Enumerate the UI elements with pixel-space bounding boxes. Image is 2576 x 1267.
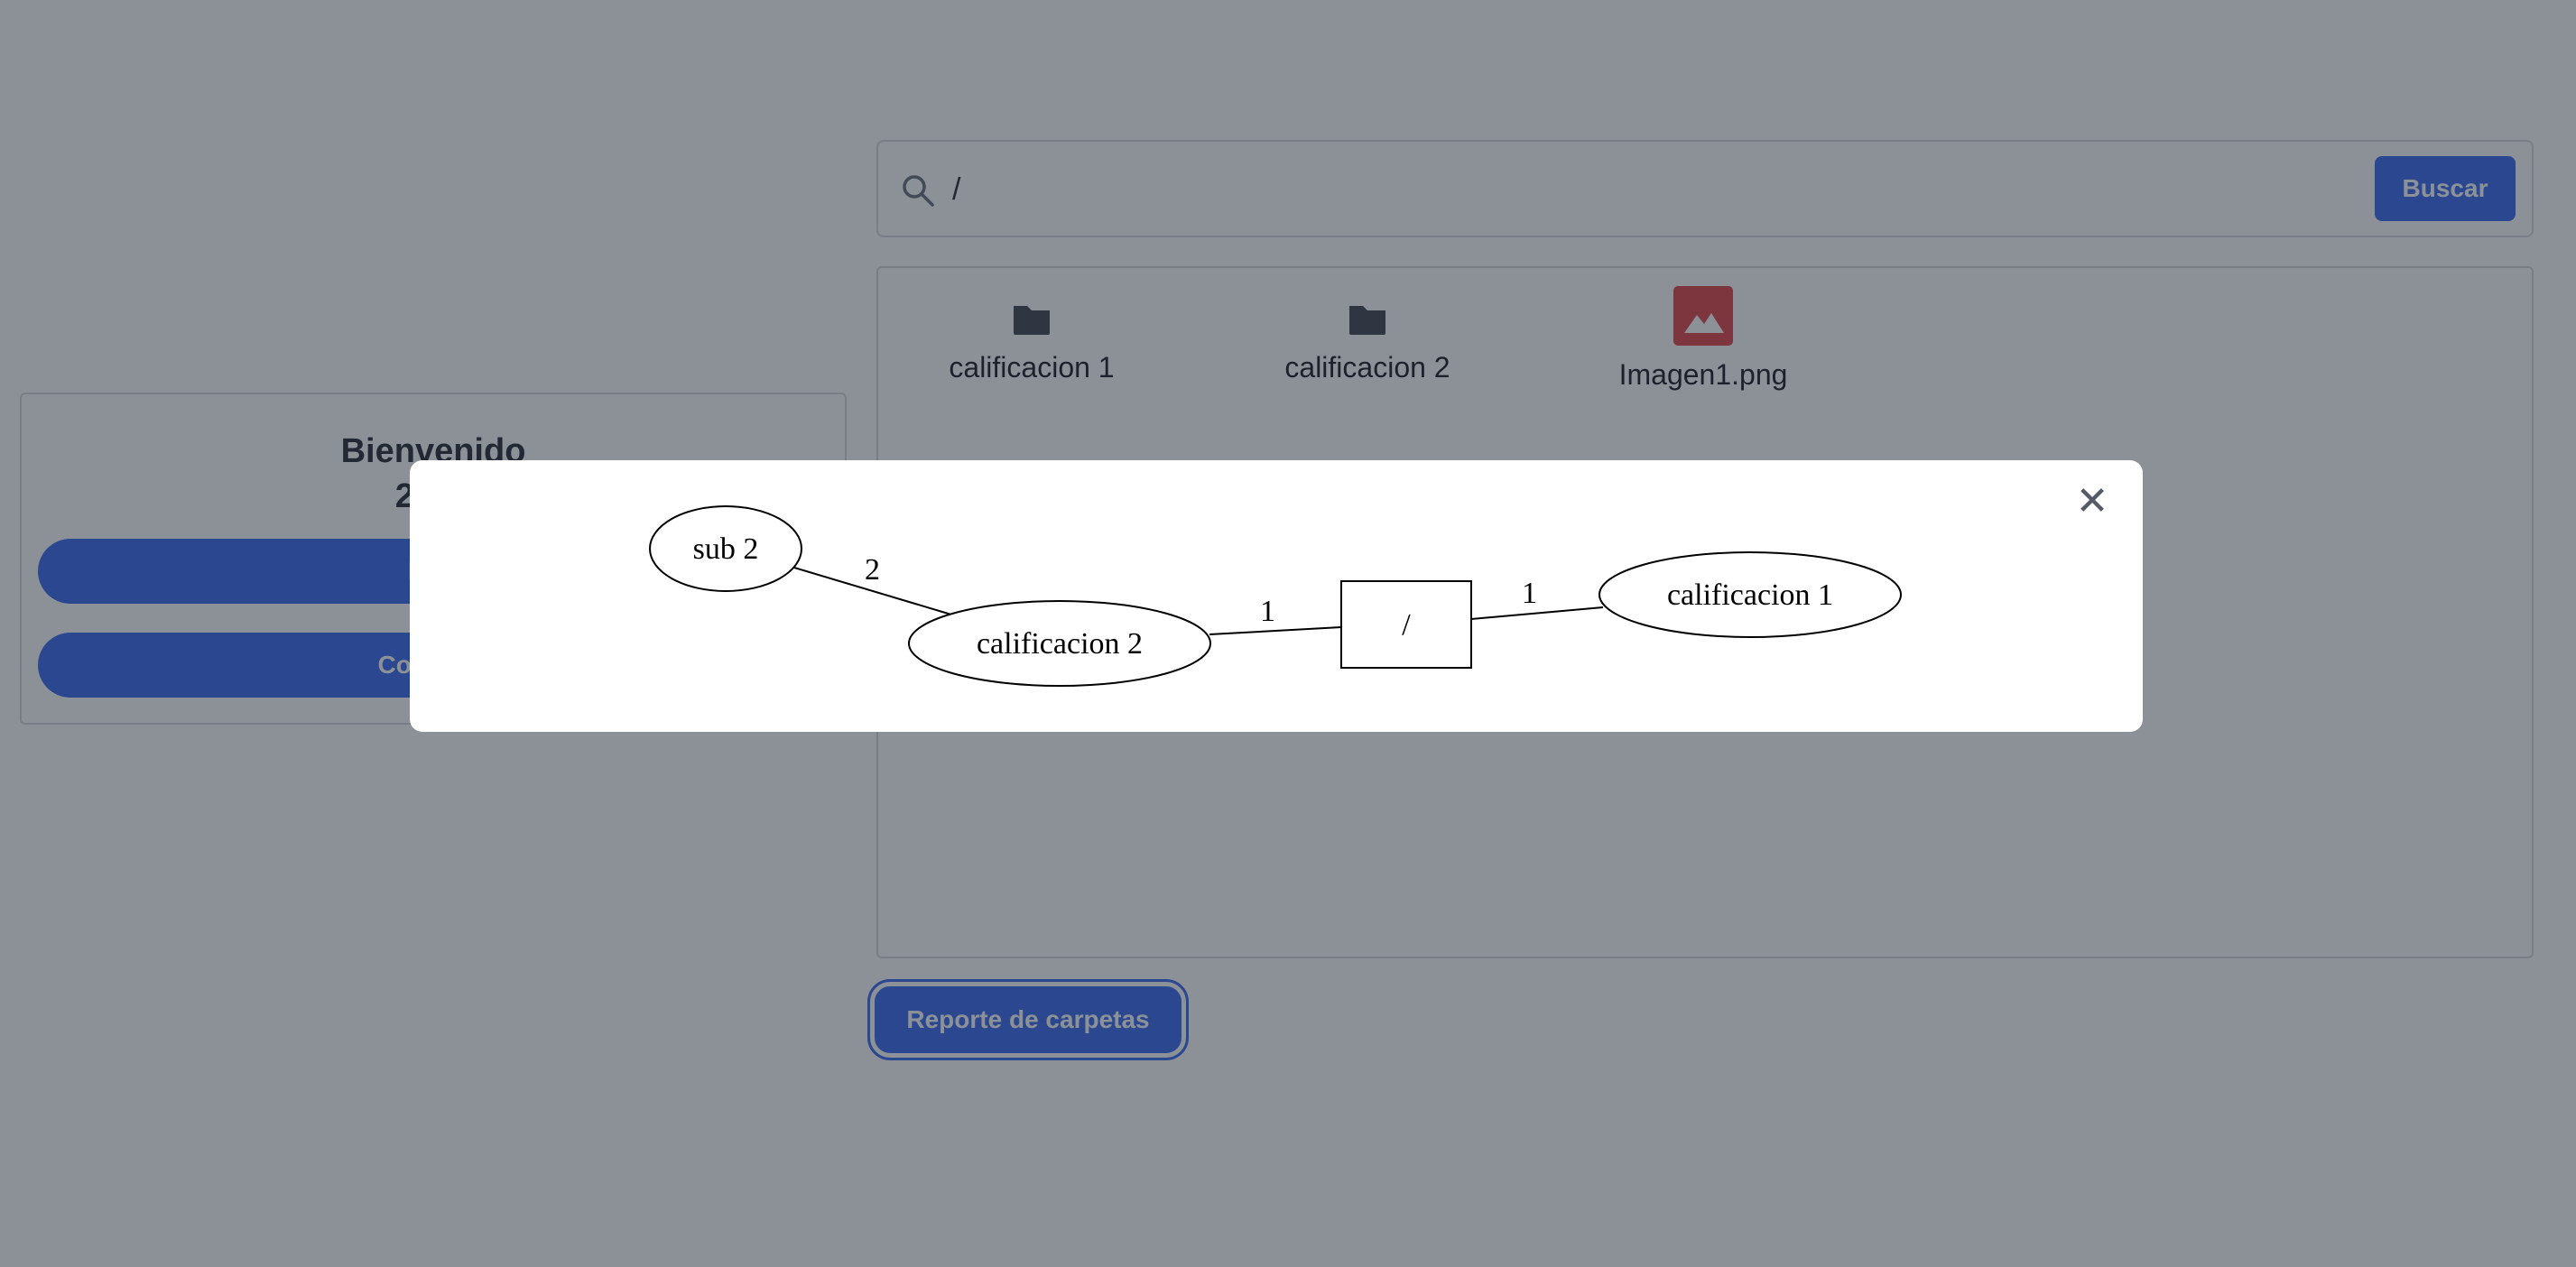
graph-node-calificacion-1: calificacion 1	[1598, 551, 1902, 638]
graph-modal: ✕ 2 1 1 sub 2 calificacion 2 / calificac…	[410, 460, 2143, 732]
close-icon[interactable]: ✕	[2075, 479, 2109, 523]
graph-node-root: /	[1340, 580, 1472, 669]
node-label: /	[1402, 608, 1411, 642]
edge-label: 1	[1522, 577, 1537, 610]
node-label: calificacion 1	[1667, 578, 1833, 612]
edge-calificacion2-root	[1209, 626, 1342, 635]
edge-label: 2	[865, 553, 880, 587]
node-label: sub 2	[693, 532, 759, 566]
node-label: calificacion 2	[977, 627, 1143, 661]
edge-label: 1	[1260, 595, 1275, 628]
graph-node-sub-2: sub 2	[649, 505, 802, 592]
edge-sub2-calificacion2	[793, 567, 952, 615]
folder-graph: 2 1 1 sub 2 calificacion 2 / calificacio…	[649, 505, 1902, 687]
graph-node-calificacion-2: calificacion 2	[908, 600, 1211, 687]
edge-root-calificacion1	[1470, 606, 1604, 620]
